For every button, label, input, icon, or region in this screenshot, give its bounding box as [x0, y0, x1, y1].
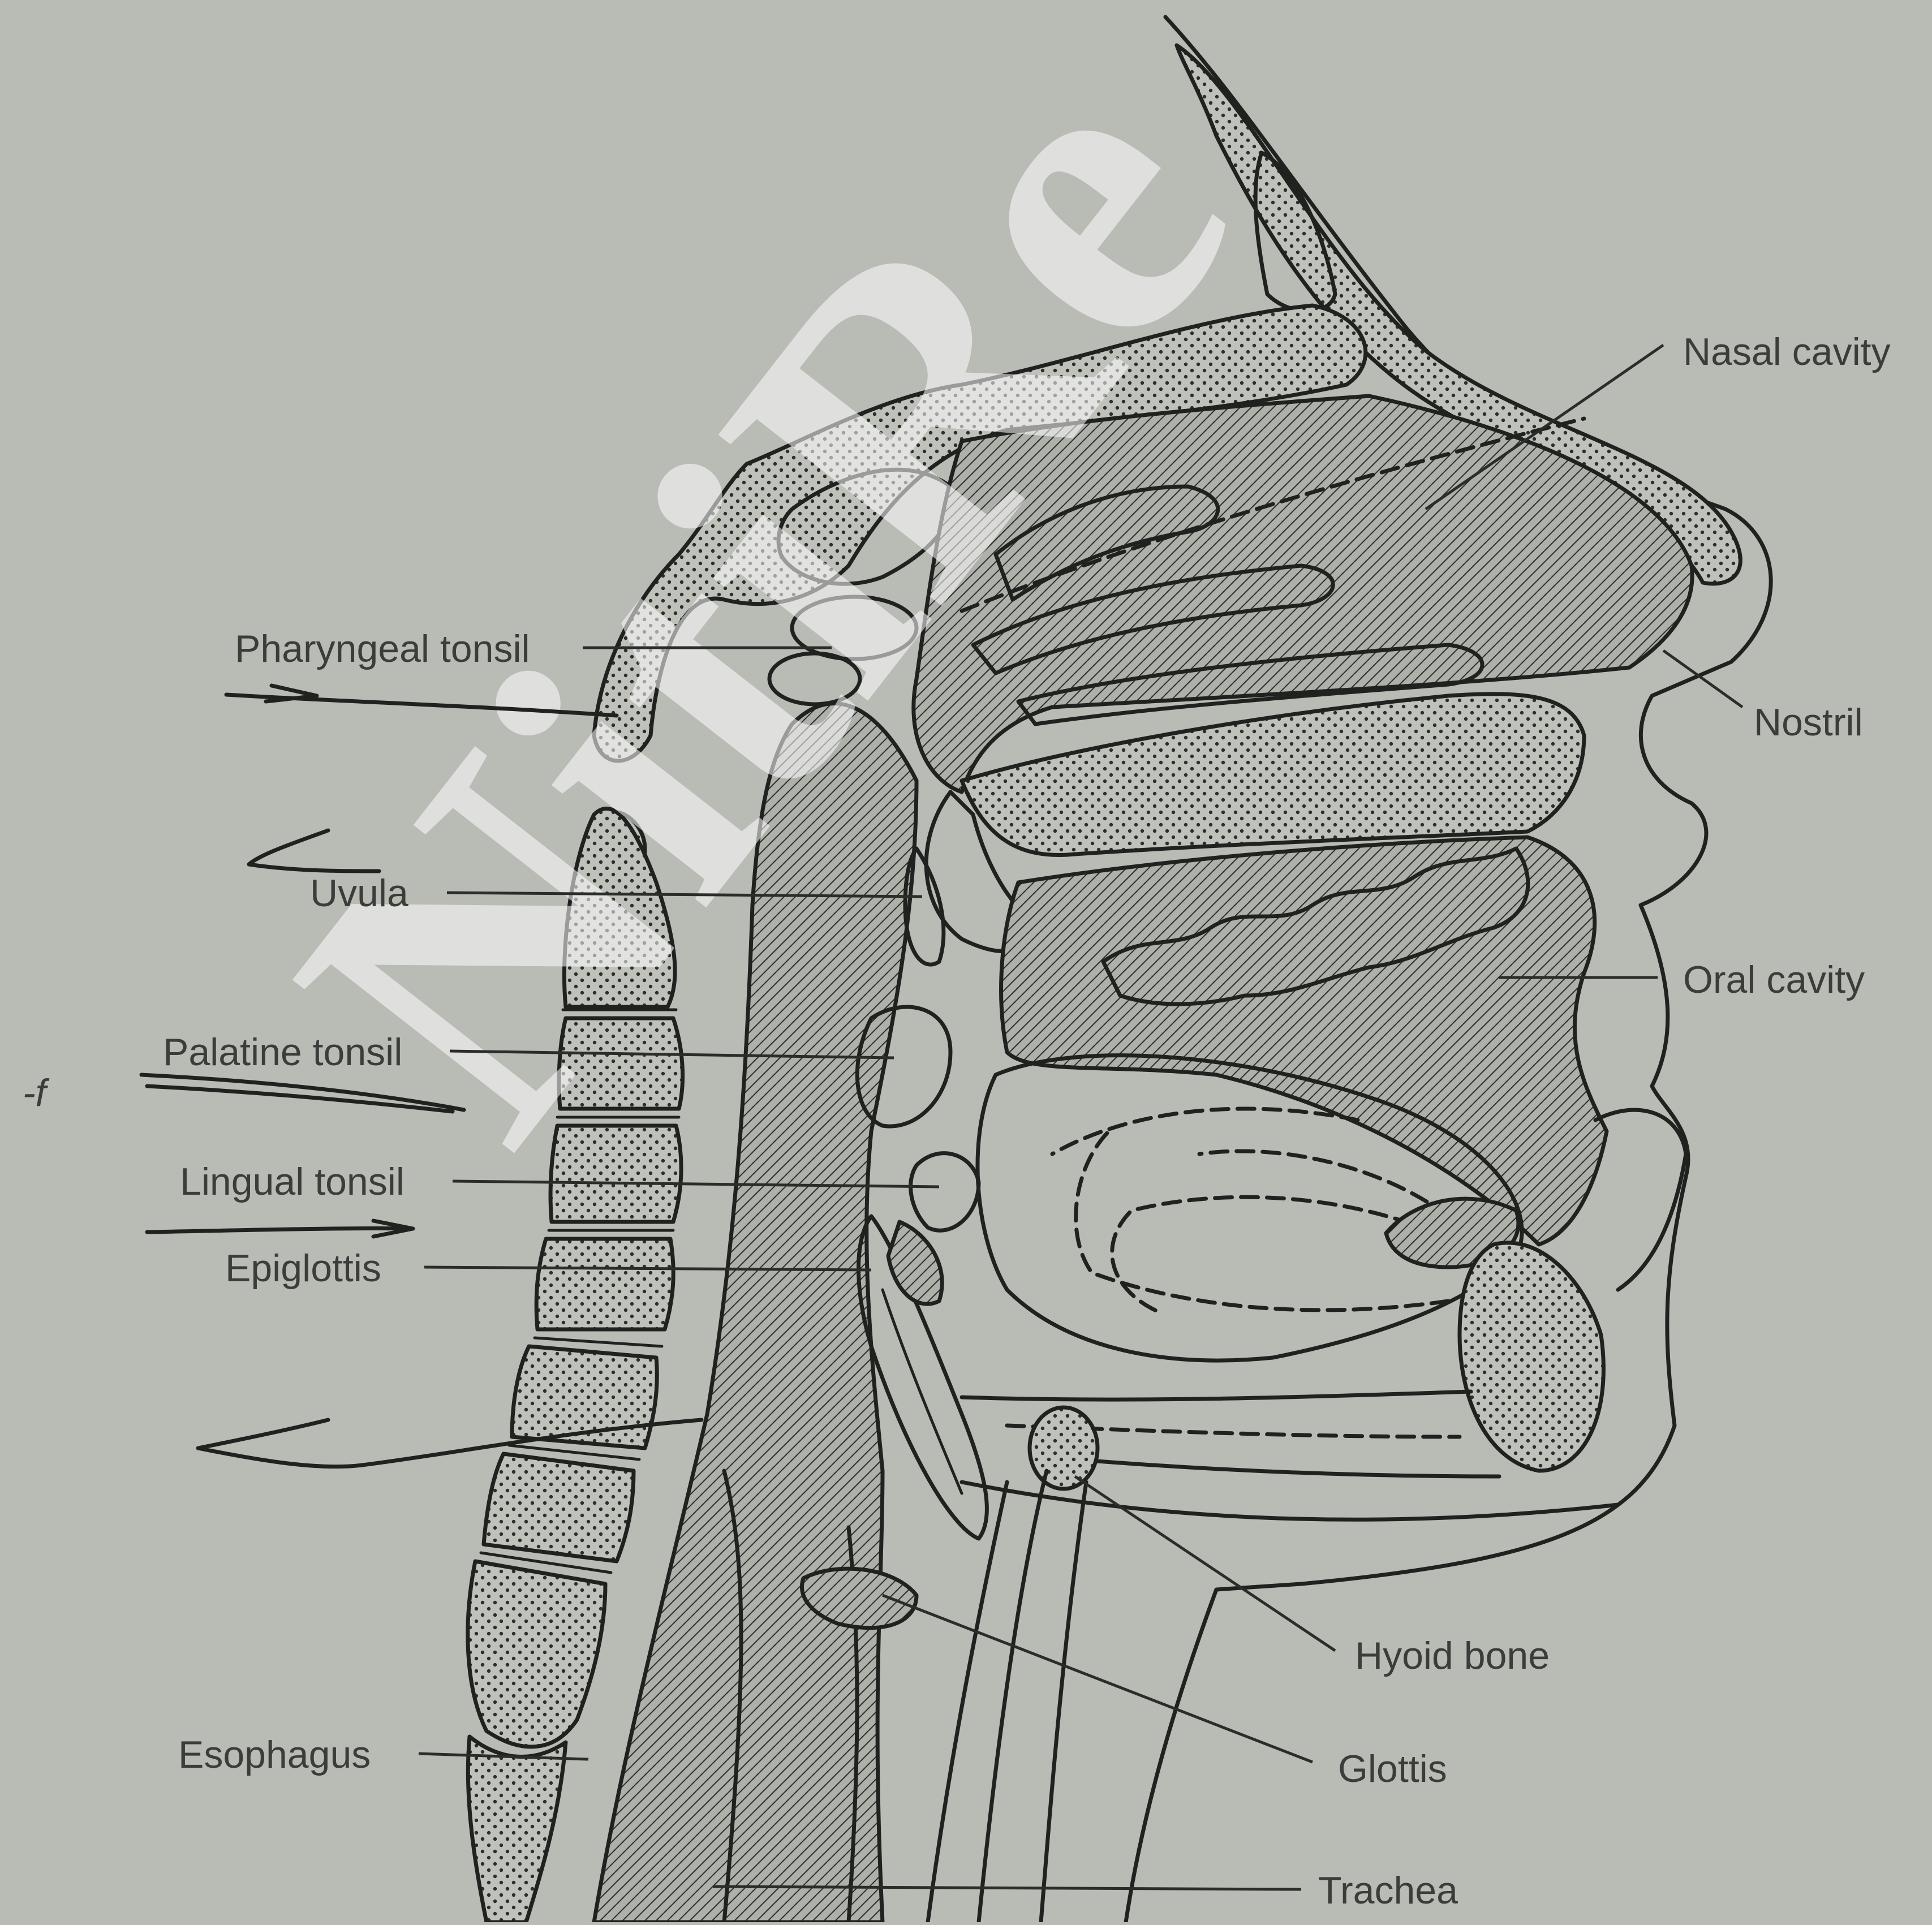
floor-muscle-3: [1075, 1459, 1499, 1476]
neck-front: [1041, 1482, 1086, 1922]
label-nostril: Nostril: [1754, 701, 1863, 744]
label-oral-cavity: Oral cavity: [1683, 958, 1865, 1001]
leader-nostril: [1663, 651, 1742, 707]
mandible: [1460, 1243, 1603, 1471]
disc-4: [535, 1338, 662, 1346]
lingual-tonsil-lower: [888, 1222, 942, 1304]
label-epiglottis: Epiglottis: [225, 1247, 381, 1290]
label-esophagus: Esophagus: [178, 1733, 371, 1776]
tongue-muscle-1: [1199, 1151, 1448, 1216]
label-hyoid-bone: Hyoid bone: [1355, 1634, 1550, 1677]
vertebra-c7: [468, 1561, 605, 1747]
lingual-tonsil-shape: [911, 1153, 979, 1230]
label-nasal-cavity: Nasal cavity: [1683, 330, 1891, 373]
vertebra-c6: [484, 1454, 634, 1561]
label-lingual-tonsil: Lingual tonsil: [180, 1160, 405, 1203]
floor-muscle-1: [962, 1392, 1471, 1399]
label-uvula: Uvula: [310, 872, 408, 915]
tongue-muscle-3: [1076, 1131, 1448, 1310]
hard-palate: [962, 694, 1584, 855]
label-pharyngeal-tonsil: Pharyngeal tonsil: [235, 627, 530, 670]
pen-underline-lingual: [147, 1221, 413, 1237]
label-trachea: Trachea: [1318, 1869, 1458, 1912]
leader-glottis: [883, 1595, 1313, 1762]
oral-cavity-region: [1001, 837, 1607, 1244]
vertebra-lower: [468, 1737, 566, 1922]
label-palatine-tonsil: Palatine tonsil: [163, 1031, 402, 1074]
label-glottis: Glottis: [1338, 1747, 1447, 1790]
trachea-wall-front: [979, 1471, 1047, 1922]
trachea-wall-inner: [928, 1482, 1007, 1922]
vertebra-c4: [536, 1239, 673, 1329]
pen-margin-mark: -f: [23, 1071, 50, 1114]
hyoid-bone-shape: [1030, 1407, 1098, 1489]
